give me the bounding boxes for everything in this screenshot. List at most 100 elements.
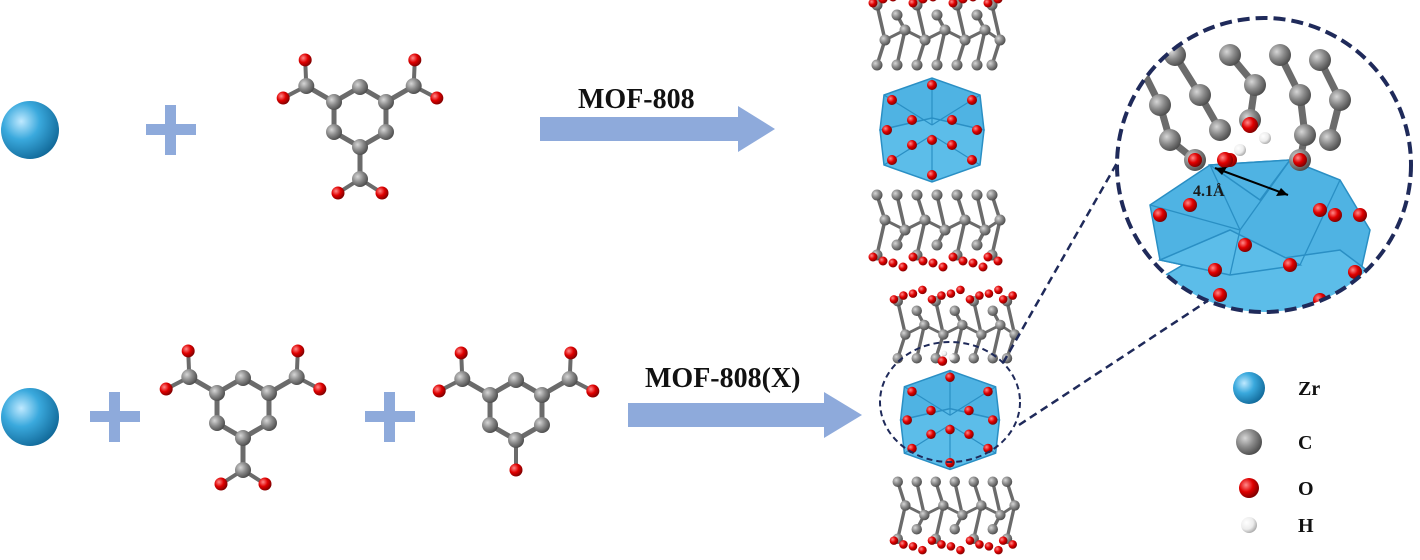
oxygen-atom <box>975 291 984 300</box>
plus-sign-icon <box>146 105 196 155</box>
carbon-atom <box>891 59 903 71</box>
oxygen-atom <box>938 262 948 272</box>
carbon-atom <box>561 371 578 387</box>
oxygen-atom <box>432 384 446 398</box>
carbon-atom <box>1289 84 1311 106</box>
oxygen-atom <box>454 346 468 360</box>
oxygen-atom <box>408 53 422 67</box>
oxygen-atom <box>918 256 928 266</box>
carbon-atom <box>326 94 343 110</box>
oxygen-atom <box>214 477 228 491</box>
synthesis-arrow <box>628 392 862 438</box>
carbon-atom <box>326 124 343 140</box>
carbon-atom <box>298 78 315 94</box>
oxygen-atom <box>1208 263 1222 277</box>
distance-label-svg: 4.1Å <box>1193 182 1225 200</box>
carbon-atom <box>900 500 911 511</box>
legend-label: Zr <box>1298 378 1320 400</box>
carbon-atom <box>260 385 277 401</box>
hydrogen-atom <box>1234 144 1246 156</box>
oxygen-atom <box>908 252 918 262</box>
oxygen-atom <box>945 424 955 435</box>
oxygen-atom <box>937 540 946 549</box>
oxygen-atom <box>983 443 993 454</box>
carbon-atom <box>209 415 226 431</box>
carbon-atom <box>986 59 998 71</box>
carbon-atom <box>938 329 949 340</box>
mof-808-label: MOF-808 <box>578 84 695 115</box>
oxygen-atom <box>313 382 327 396</box>
oxygen-atom <box>1008 291 1017 300</box>
carbon-atom <box>987 476 998 487</box>
oxygen-atom <box>965 536 975 545</box>
oxygen-atom <box>1008 540 1017 549</box>
distance-label: 4.1Å <box>1193 180 1253 209</box>
oxygen-atom <box>889 536 899 545</box>
carbon-atom <box>979 224 991 236</box>
oxygen-atom <box>945 372 955 382</box>
c-legend-swatch <box>1236 429 1262 455</box>
oxygen-atom <box>965 295 975 304</box>
carbon-atom <box>1001 476 1013 487</box>
carbon-atom <box>454 371 471 387</box>
oxygen-atom <box>889 295 899 304</box>
hydrogen-atom <box>1259 132 1271 144</box>
oxygen-atom <box>998 295 1008 304</box>
zr-atom-icon <box>1 388 59 446</box>
carbon-atom <box>1309 49 1331 71</box>
zoom-line <box>1001 162 1119 364</box>
oxygen-atom <box>983 252 993 262</box>
carbon-atom <box>891 189 903 201</box>
carbon-atom <box>1219 44 1241 66</box>
carbon-atom <box>1189 84 1211 106</box>
carbon-atom <box>181 369 198 385</box>
carbon-atom <box>986 189 998 201</box>
oxygen-atom <box>926 429 936 439</box>
oxygen-atom <box>1153 208 1167 222</box>
carbon-atom <box>482 417 499 433</box>
oxygen-atom <box>978 262 988 272</box>
carbon-atom <box>987 305 998 316</box>
carbon-atom <box>979 24 991 36</box>
carbon-atom <box>994 34 1006 46</box>
zr-atom-icon <box>1 101 59 159</box>
oxygen-atom <box>984 542 994 551</box>
carbon-atom <box>971 9 983 21</box>
carbon-atom <box>911 353 922 364</box>
carbon-atom <box>987 524 998 535</box>
carbon-atom <box>377 94 394 110</box>
zoom-inset <box>1115 16 1413 314</box>
oxygen-atom <box>898 262 908 272</box>
carbon-atom <box>995 319 1006 331</box>
oxygen-atom <box>908 289 918 298</box>
carbon-atom <box>939 224 951 236</box>
carbon-atom <box>976 500 987 511</box>
oxygen-atom <box>927 170 937 180</box>
carbon-atom <box>939 24 951 36</box>
oxygen-atom <box>929 0 937 2</box>
carbon-atom <box>1269 44 1291 66</box>
oxygen-atom <box>994 545 1003 555</box>
hydrogen-atom <box>941 350 948 357</box>
oxygen-atom <box>956 285 965 295</box>
oxygen-atom <box>564 346 578 360</box>
oxygen-atom <box>1238 238 1252 252</box>
oxygen-atom <box>899 291 908 300</box>
oxygen-atom <box>1188 153 1202 167</box>
oxygen-atom <box>1328 208 1342 222</box>
carbon-atom <box>352 139 368 155</box>
distance-text: 4.1Å <box>1193 182 1225 200</box>
carbon-atom <box>911 59 923 71</box>
carbon-atom <box>899 24 911 36</box>
oxygen-atom <box>948 0 958 8</box>
carbon-atom <box>911 524 922 535</box>
carbon-atom <box>957 509 968 521</box>
carbon-atom <box>971 189 983 201</box>
oxygen-atom <box>975 540 984 549</box>
carbon-atom <box>931 189 943 201</box>
carbon-atom <box>949 305 960 316</box>
oxygen-atom <box>918 285 927 295</box>
carbon-atom <box>931 9 943 21</box>
oxygen-atom <box>887 155 897 165</box>
